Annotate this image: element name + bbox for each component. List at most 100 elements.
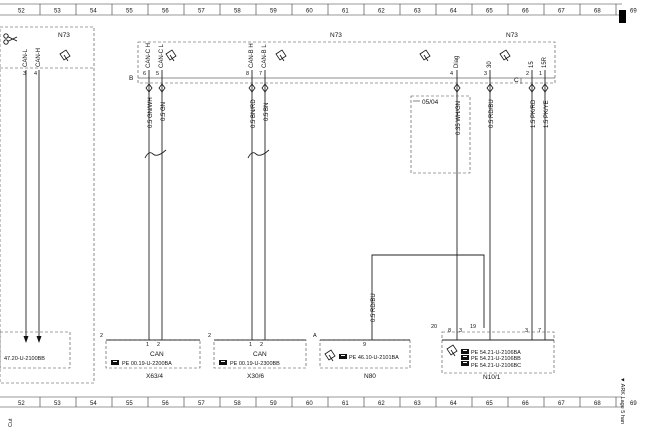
x63-label: X63/4 [146,373,163,380]
ruler-column-label: 55 [126,401,133,407]
connector-plug-icon [499,49,511,62]
ruler-column-label: 58 [234,9,241,15]
ruler-column-label: 66 [522,9,529,15]
pin-4-left: 4 [34,71,37,77]
ruler-column-label: 52 [18,9,25,15]
n80-label: N80 [364,373,376,380]
pin-can-l: CAN-L [23,48,29,67]
pin-can-h: CAN-H [36,48,42,67]
wire-n80 [371,254,485,340]
n10-pin-7: 7 [538,328,541,334]
x30-can-label: CAN [253,351,267,358]
module-label-right: N73 [506,32,518,39]
component-box-n10 [441,331,555,374]
ruler-column-label: 53 [54,9,61,15]
end-marker-icon [619,10,626,23]
ruler-column-label: 55 [126,9,133,15]
pin-number-3: 3 [484,71,487,77]
twist-marker-can-b [247,149,270,159]
ruler-column-label: 65 [486,9,493,15]
wire-connector-markers [145,83,549,93]
ruler-column-label: 59 [270,401,277,407]
connector-plug-icon [324,349,336,362]
component-box-n80 [319,339,411,369]
connector-plug-icon [446,344,458,357]
ruler-column-label: 68 [594,9,601,15]
ruler-column-label: 58 [234,401,241,407]
pin-can-b-l: CAN-B L [262,44,268,68]
x30-pin-a: 2 [208,333,211,339]
ruler-column-label: 54 [90,9,97,15]
pin-15: 15 [529,61,535,68]
pin-number-4: 4 [450,71,453,77]
connector-plug-icon [419,49,431,62]
document-ref-icon [461,361,469,366]
component-box-left [0,331,71,369]
n10-pin-8: 8 [448,328,451,334]
n10-pin-19: 19 [470,324,476,330]
n10-label: N10/1 [483,374,501,381]
ruler-column-label: 52 [18,401,25,407]
ruler-column-label: 62 [378,9,385,15]
ruler-column-label: 67 [558,401,565,407]
n10-ref-b: PE 54.21-U-2106BB [471,356,521,362]
n10-pin-20: 20 [431,324,437,330]
wire-label-bn-rd: 0.5 BN/RD [251,99,257,128]
option-box-label: 05/04 [422,99,439,106]
ruler-column-label: 57 [198,9,205,15]
pin-number-8: 8 [246,71,249,77]
wire-label-wh-gn: 0.35 WH/GN [456,101,462,135]
wire-label-n80: 0.5 RD/BU [371,293,377,322]
ruler-column-label: 60 [306,401,313,407]
twist-marker-can-c [144,149,167,159]
ruler-column-label: 67 [558,9,565,15]
ruler-column-label: 63 [414,9,421,15]
pin-can-b-h: CAN-B H [249,43,255,68]
pin-diag: Diag [454,56,460,68]
ruler-column-label: 63 [414,401,421,407]
component-box-x30 [213,339,307,369]
wire-label-gn: 0.5 GN [161,102,167,121]
ruler-column-label: 62 [378,401,385,407]
scissors-icon [3,33,18,45]
connector-plug-icon [275,49,287,62]
ruler-column-label: 64 [450,401,457,407]
document-ref-icon [461,355,469,360]
ruler-column-label: 68 [594,401,601,407]
x63-ref: PE 00.19-U-2200BA [122,361,172,367]
module-box-mid [137,41,556,84]
n10-ref-c: PE 54.21-U-2106BC [471,363,521,369]
ruler-column-label: 54 [90,401,97,407]
wire-label-pk-ye: 1.5 PK/YE [544,100,550,128]
ruler-column-label: 61 [342,401,349,407]
bus-label-c: C [514,77,519,84]
ruler-column-label: 56 [162,9,169,15]
ruler-column-label: 69 [630,401,637,407]
document-ref-icon [219,360,227,365]
module-box-left [0,26,95,384]
bus-label-b: B [129,75,133,82]
ruler-column-label: 65 [486,401,493,407]
n10-ref-a: PE 54.21-U-2106BA [471,350,521,356]
pin-number-5: 5 [156,71,159,77]
x63-pin-c: 2 [157,342,160,348]
ruler-column-label: 53 [54,401,61,407]
pin-15r: 15R [542,56,548,68]
x63-can-label: CAN [150,351,164,358]
wire-label-pk-rd: 1.5 PK/RD [531,99,537,128]
document-ref-icon [339,354,347,359]
side-note-left: Cut [8,418,14,427]
ruler-column-label: 56 [162,401,169,407]
ruler-column-label: 61 [342,9,349,15]
x30-ref: PE 00.19-U-2300BB [230,361,280,367]
ruler-column-label: 66 [522,401,529,407]
x30-pin-c: 2 [260,342,263,348]
ruler-column-label: 64 [450,9,457,15]
component-box-x63 [105,339,201,369]
ruler-column-label: 69 [630,9,637,15]
module-label-mid: N73 [330,32,342,39]
side-note-right: ▼ ARK Lage 5 han [619,377,625,424]
pin-30: 30 [487,61,493,68]
